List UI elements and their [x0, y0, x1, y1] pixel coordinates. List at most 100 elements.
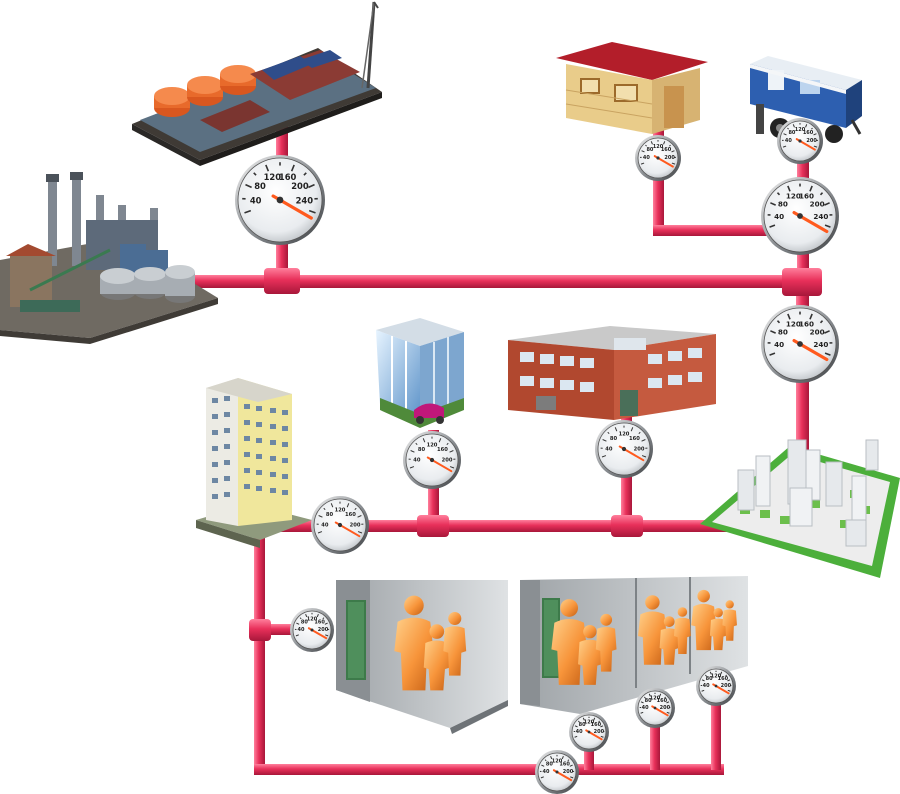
gauge-tick-label: 40 — [642, 705, 649, 711]
gauge-tick — [769, 352, 776, 356]
gauge-tick-label: 80 — [301, 619, 308, 625]
gauge-tick-label: 120 — [650, 695, 661, 701]
gauge-tick-label: 240 — [813, 212, 828, 221]
gauge-tick — [720, 671, 723, 675]
gauge-tick — [769, 224, 776, 228]
gauge-tick-label: 120 — [335, 508, 346, 514]
gauge-tick — [602, 439, 607, 442]
gauge-tick-label: 40 — [321, 522, 329, 528]
gauge-hub — [587, 730, 591, 734]
gauge-tick — [415, 442, 418, 446]
gauge-tick — [824, 202, 830, 206]
gauge-hub — [797, 341, 803, 347]
gauge-tick — [296, 622, 300, 625]
gauge-tick-label: 80 — [546, 761, 553, 767]
gauge-tick-label: 80 — [646, 147, 653, 153]
pipe-apt-riser-3 — [711, 685, 721, 770]
pipe-tee-fitting — [611, 515, 643, 537]
gauge-tick-label: 120 — [619, 432, 630, 438]
gauge-tick-label: 160 — [559, 761, 570, 767]
gauge-tick-label: 200 — [318, 627, 329, 633]
main-pipe — [180, 275, 805, 288]
gauge-tick — [290, 164, 295, 172]
gauge-tick — [727, 679, 731, 682]
gauge-tick-label: 200 — [810, 200, 825, 209]
gauge-tick-label: 40 — [643, 155, 650, 161]
gauge-tick — [809, 313, 813, 320]
gauge-tick — [318, 515, 323, 518]
gauge-hub — [310, 628, 314, 632]
gauge-tick-label: 160 — [657, 698, 668, 704]
gauge-tick — [666, 701, 670, 704]
gauge-tick — [725, 674, 727, 677]
gauge-hub — [337, 522, 343, 528]
pipe-down-to-apartments — [254, 530, 265, 775]
gauge-tick — [813, 133, 817, 136]
gauge-tick — [325, 634, 329, 637]
pipe-tee-fitting — [417, 515, 449, 537]
gauge-tick — [410, 450, 415, 453]
gauge-tick — [640, 701, 644, 704]
apartment-row-icon — [520, 576, 748, 714]
gauge-tick — [663, 141, 666, 145]
gauge-tick — [600, 725, 604, 728]
gauge-tick — [614, 427, 618, 432]
gauge-tick — [593, 717, 596, 721]
gauge-tick-label: 80 — [254, 181, 266, 191]
gauge-tick — [819, 192, 824, 196]
gauge-tick — [640, 162, 645, 165]
gauge-tick — [787, 185, 791, 192]
gauge-tick-label: 160 — [799, 320, 814, 329]
gauge-tick — [666, 711, 670, 714]
gauge-tick — [322, 617, 325, 620]
gauge-tick-label: 40 — [543, 769, 550, 775]
gauge-tick-label: 160 — [314, 619, 325, 625]
gauge-tick-label: 80 — [778, 200, 788, 209]
gauge-tick — [578, 720, 580, 723]
gauge-tick — [776, 192, 781, 196]
gauge-tick — [701, 689, 705, 692]
gauge-tick — [824, 330, 830, 334]
gauge-tick — [449, 466, 455, 469]
gauge-tick-label: 120 — [711, 673, 722, 679]
gauge-tick — [671, 162, 676, 165]
gauge-tick — [601, 455, 607, 458]
gauge-tick — [782, 145, 787, 148]
gauge-tick — [598, 720, 600, 723]
gauge-tick — [295, 634, 299, 637]
gauge-tick — [641, 455, 647, 458]
gauge-tick — [809, 185, 813, 192]
gauge-tick-label: 80 — [706, 676, 713, 682]
refinery-plant-icon — [0, 172, 218, 344]
pipe-house-branch — [653, 225, 803, 236]
gauge-tick-label: 40 — [250, 196, 262, 206]
gauge-hub — [621, 446, 627, 452]
gauge-tick — [305, 613, 308, 618]
gauge-tick — [727, 689, 731, 692]
gauge-tick — [783, 133, 787, 136]
gauge-tick-label: 160 — [799, 192, 814, 201]
oil-platform-icon — [132, 1, 382, 166]
gauge-tick-label: 80 — [610, 436, 618, 442]
gauge-tick — [541, 764, 545, 767]
gauge-tick — [346, 503, 350, 508]
pipe-tee-fitting — [264, 268, 300, 294]
gauge-tick-label: 80 — [579, 722, 586, 728]
gauge-tick — [550, 755, 553, 760]
gauge-tick-label: 40 — [774, 212, 784, 221]
gauge-tick — [640, 711, 644, 714]
gauge-tick-label: 200 — [806, 138, 817, 144]
gauge-tick — [671, 150, 675, 153]
gauge-tick — [645, 144, 647, 147]
gauge-tick-label: 160 — [803, 130, 814, 136]
gauge-tick — [824, 224, 831, 228]
gauge-tick — [787, 127, 789, 130]
pipe-apt-riser-2 — [650, 700, 660, 770]
gauge-tick-label: 200 — [563, 769, 574, 775]
